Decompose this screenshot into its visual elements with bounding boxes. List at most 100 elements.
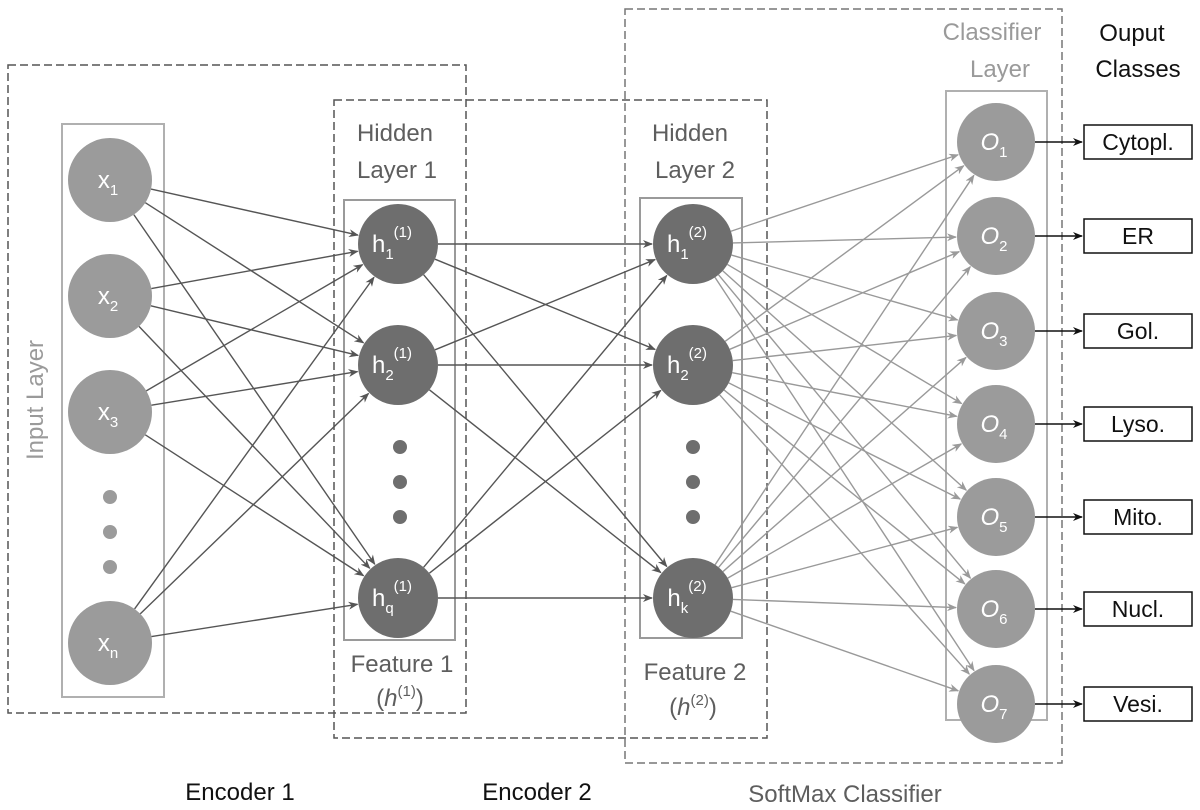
- input-node-3: x3: [68, 370, 152, 454]
- input-node-circle: [68, 601, 152, 685]
- edge-input-0-hidden1-0: [150, 188, 359, 238]
- encoder2-box: [333, 99, 768, 739]
- classifier-node-circle: [957, 665, 1035, 743]
- output-class-3: Gol.: [1035, 313, 1193, 349]
- classifier-node-label: O4: [980, 411, 1007, 443]
- hidden2-node-circle: [653, 558, 733, 638]
- edge-input-0-hidden1-1: [144, 202, 365, 344]
- hidden1-node-label: hq(1): [372, 578, 412, 617]
- edge-input-0-hidden1-2: [133, 214, 376, 566]
- edge-hidden2-1-out-4: [728, 382, 962, 500]
- classifier-node-circle: [957, 292, 1035, 370]
- encoder1-label: Encoder 1: [185, 779, 294, 806]
- edge-input-3-hidden1-1: [139, 392, 370, 615]
- nodes: x1 x2 x3 xn h1(1) h2(1) hq(1) h1(2) h2(2) hk(2) O1…: [68, 103, 1035, 743]
- edge-hidden1-2-hidden2-1: [428, 389, 662, 574]
- encoder1-box: [7, 64, 467, 714]
- softmax-box: [624, 8, 1063, 764]
- edge-hidden2-1-out-1: [729, 251, 961, 350]
- input-node-label: xn: [98, 630, 118, 662]
- hidden2-node-label: hk(2): [667, 578, 706, 617]
- input-node-1: x1: [68, 138, 152, 222]
- hidden1-node-1: h1(1): [358, 204, 438, 284]
- classifier-node-label: O7: [980, 691, 1007, 723]
- input-layer-title: Input Layer: [22, 340, 49, 460]
- output-classes-title-line1: Ouput: [1099, 20, 1165, 47]
- output-class-label: Nucl.: [1112, 596, 1164, 622]
- edge-hidden2-2-out-6: [730, 610, 960, 692]
- output-classes: Cytopl. ER Gol. Lyso. Mito. Nucl. Vesi.: [1035, 124, 1193, 722]
- feature2-label: Feature 2: [644, 659, 747, 686]
- edge-hidden2-0-out-6: [714, 277, 975, 672]
- edge-hidden2-0-out-3: [727, 263, 963, 405]
- hidden2-node-3: hk(2): [653, 558, 733, 638]
- output-class-label: Gol.: [1117, 318, 1159, 344]
- output-class-label: ER: [1122, 223, 1154, 249]
- edge-hidden2-1-out-3: [732, 371, 958, 419]
- edge-input-1-hidden1-1: [150, 305, 360, 358]
- classifier-node-label: O1: [980, 129, 1007, 161]
- input-ellipsis: [103, 490, 117, 574]
- classifier-node-6: O6: [957, 570, 1035, 648]
- classifier-node-circle: [957, 197, 1035, 275]
- feature2-var: (h(2)): [669, 692, 717, 721]
- output-class-7: Vesi.: [1035, 686, 1193, 722]
- hidden1-node-2: h2(1): [358, 325, 438, 405]
- hidden2-title-line2: Layer 2: [655, 157, 735, 184]
- edge-hidden2-2-out-2: [722, 356, 967, 573]
- hidden1-node-circle: [358, 325, 438, 405]
- classifier-node-label: O2: [980, 223, 1007, 255]
- hidden2-node-circle: [653, 325, 733, 405]
- input-node-circle: [68, 138, 152, 222]
- edge-hidden2-0-out-5: [718, 274, 972, 579]
- classifier-node-5: O5: [957, 478, 1035, 556]
- input-node-circle: [68, 370, 152, 454]
- output-class-1: Cytopl.: [1035, 124, 1193, 160]
- edge-input-1-hidden1-2: [138, 325, 371, 570]
- edge-hidden2-2-out-1: [718, 265, 971, 568]
- classifier-node-circle: [957, 478, 1035, 556]
- edges: [133, 153, 975, 692]
- hidden1-title-line1: Hidden: [357, 120, 433, 147]
- output-classes-title-line2: Classes: [1095, 56, 1180, 83]
- output-class-box: [1083, 406, 1193, 442]
- classifier-title-line2: Layer: [970, 56, 1030, 83]
- output-class-label: Mito.: [1113, 504, 1163, 530]
- hidden1-node-circle: [358, 204, 438, 284]
- classifier-node-label: O5: [980, 504, 1007, 536]
- classifier-node-label: O6: [980, 596, 1007, 628]
- input-node-2: x2: [68, 254, 152, 338]
- output-class-5: Mito.: [1035, 499, 1193, 535]
- output-class-4: Lyso.: [1035, 406, 1193, 442]
- feature1-var: (h(1)): [376, 683, 424, 712]
- classifier-node-circle: [957, 103, 1035, 181]
- output-class-box: [1083, 591, 1193, 627]
- output-class-box: [1083, 313, 1193, 349]
- edge-hidden1-1-hidden2-0: [434, 258, 656, 351]
- classifier-node-circle: [957, 385, 1035, 463]
- edge-hidden2-0-out-4: [722, 270, 968, 491]
- feature1-label: Feature 1: [351, 651, 454, 678]
- classifier-node-3: O3: [957, 292, 1035, 370]
- output-class-box: [1083, 124, 1193, 160]
- classifier-node-1: O1: [957, 103, 1035, 181]
- edge-hidden2-2-out-5: [732, 598, 958, 612]
- classifier-node-circle: [957, 570, 1035, 648]
- hidden2-title-line1: Hidden: [652, 120, 728, 147]
- edge-hidden2-2-out-3: [727, 443, 963, 579]
- edge-input-3-hidden1-2: [151, 601, 359, 638]
- output-class-box: [1083, 218, 1193, 254]
- edge-input-2-hidden1-1: [151, 369, 359, 406]
- hidden2-node-circle: [653, 204, 733, 284]
- input-layer-box: [61, 123, 165, 698]
- classifier-title-line1: Classifier: [943, 19, 1042, 46]
- hidden2-node-1: h1(2): [653, 204, 733, 284]
- hidden1-box: [343, 199, 456, 641]
- hidden2-node-label: h2(2): [667, 345, 707, 384]
- hidden1-node-label: h1(1): [372, 224, 412, 263]
- output-class-2: ER: [1035, 218, 1193, 254]
- edge-hidden2-2-out-4: [731, 525, 959, 589]
- hidden2-node-2: h2(2): [653, 325, 733, 405]
- edge-hidden2-0-out-2: [731, 254, 959, 322]
